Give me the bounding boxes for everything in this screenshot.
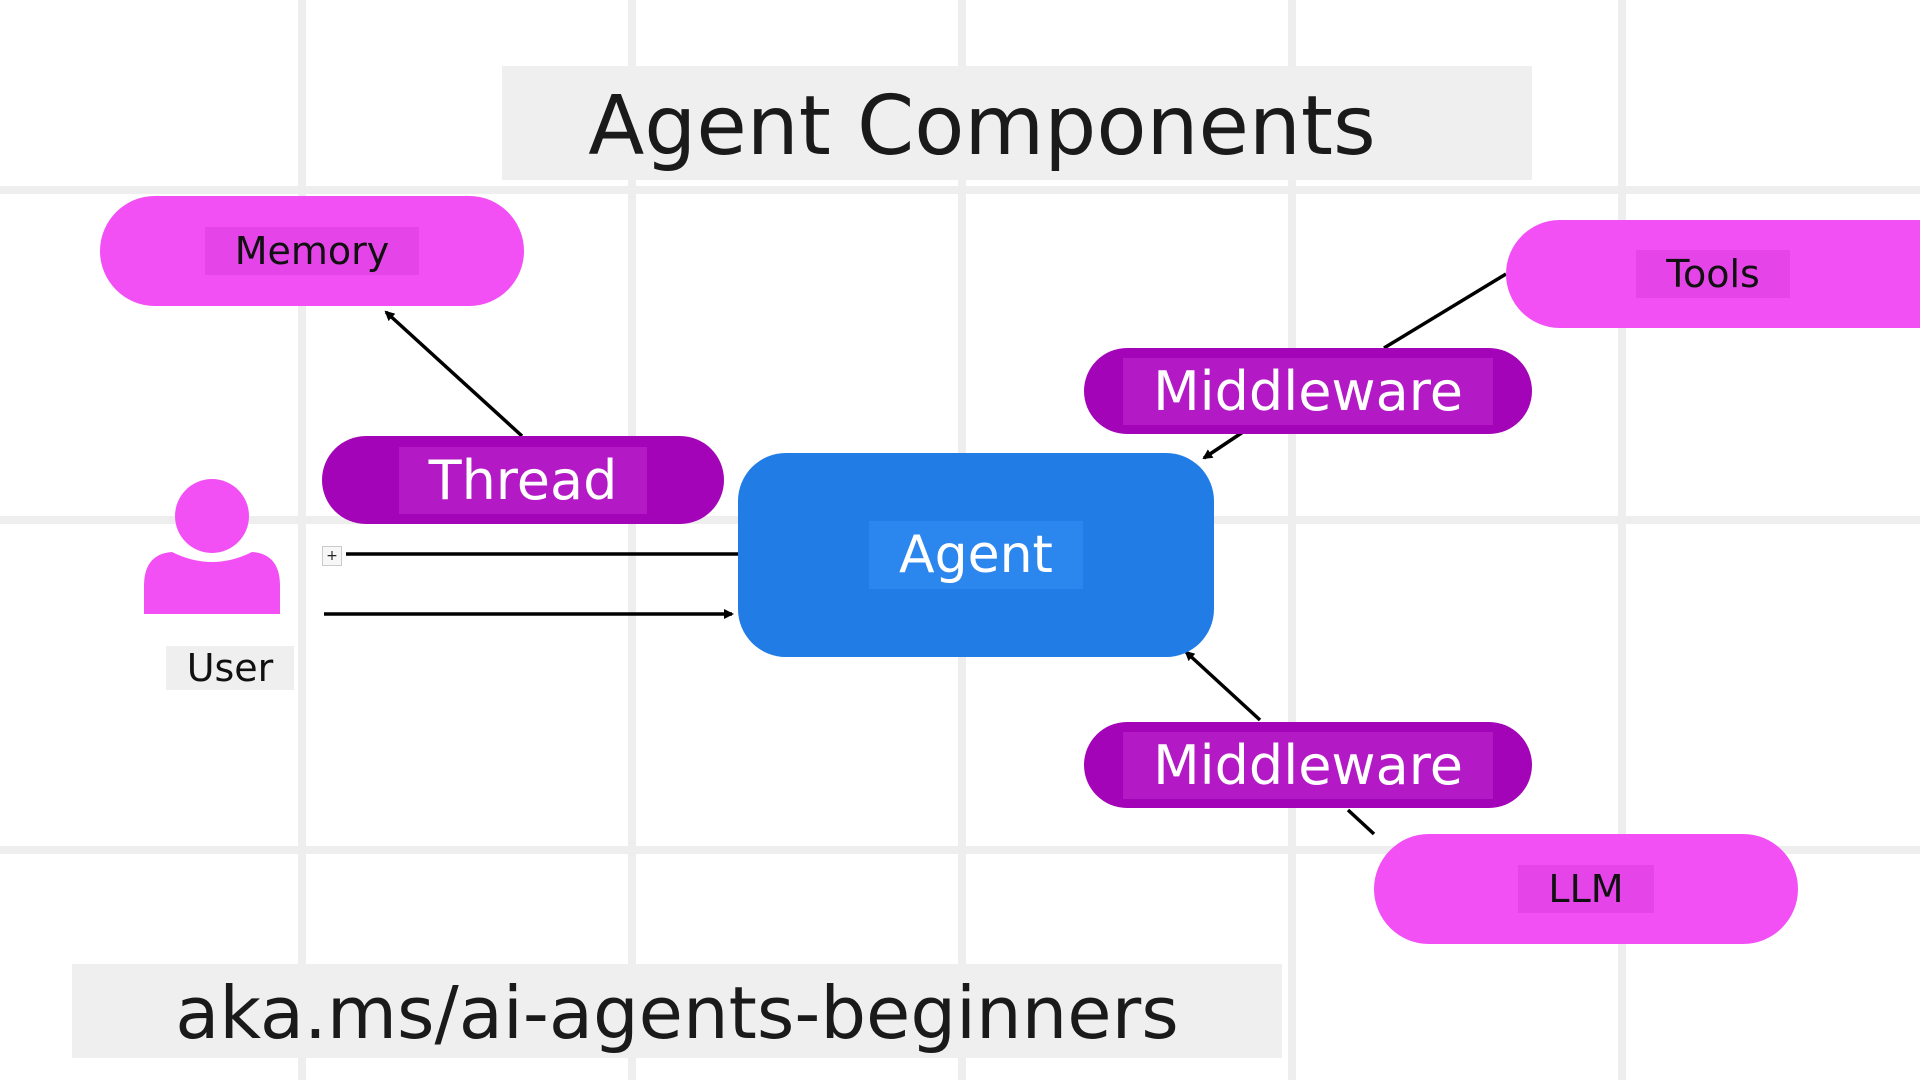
title-background bbox=[502, 66, 1532, 180]
memory-label: Memory bbox=[204, 227, 420, 275]
middleware-node-top: Middleware bbox=[1084, 348, 1532, 434]
person-icon bbox=[144, 479, 280, 614]
page-title: Agent Components bbox=[588, 78, 1376, 174]
footer-background bbox=[72, 964, 1282, 1058]
agent-label: Agent bbox=[869, 521, 1083, 589]
footer-link[interactable]: aka.ms/ai-agents-beginners bbox=[175, 971, 1179, 1055]
grid-line bbox=[0, 846, 1920, 854]
grid-line bbox=[1288, 0, 1296, 1080]
plus-icon[interactable]: + bbox=[322, 546, 342, 566]
grid-line bbox=[628, 0, 636, 1080]
thread-to-memory-arrow bbox=[384, 310, 524, 438]
middleware-label-top: Middleware bbox=[1123, 357, 1493, 425]
grid-line bbox=[1618, 0, 1626, 1080]
middleware-to-agent-arrow-top bbox=[1202, 428, 1247, 460]
middleware-to-agent-arrow-bottom bbox=[1184, 650, 1262, 722]
tools-connector-line bbox=[1383, 272, 1507, 350]
tools-label: Tools bbox=[1636, 250, 1790, 298]
user-label: User bbox=[166, 646, 294, 690]
grid-line bbox=[298, 0, 306, 1080]
tools-node: Tools bbox=[1506, 220, 1920, 328]
middleware-label-bottom: Middleware bbox=[1123, 731, 1493, 799]
middleware-node-bottom: Middleware bbox=[1084, 722, 1532, 808]
grid-line bbox=[0, 186, 1920, 194]
thread-node: Thread bbox=[322, 436, 724, 524]
thread-label: Thread bbox=[398, 446, 648, 514]
llm-label: LLM bbox=[1518, 865, 1654, 913]
agent-node: Agent bbox=[738, 453, 1214, 657]
memory-node: Memory bbox=[100, 196, 524, 306]
llm-node: LLM bbox=[1374, 834, 1798, 944]
llm-connector-line bbox=[1346, 808, 1376, 836]
